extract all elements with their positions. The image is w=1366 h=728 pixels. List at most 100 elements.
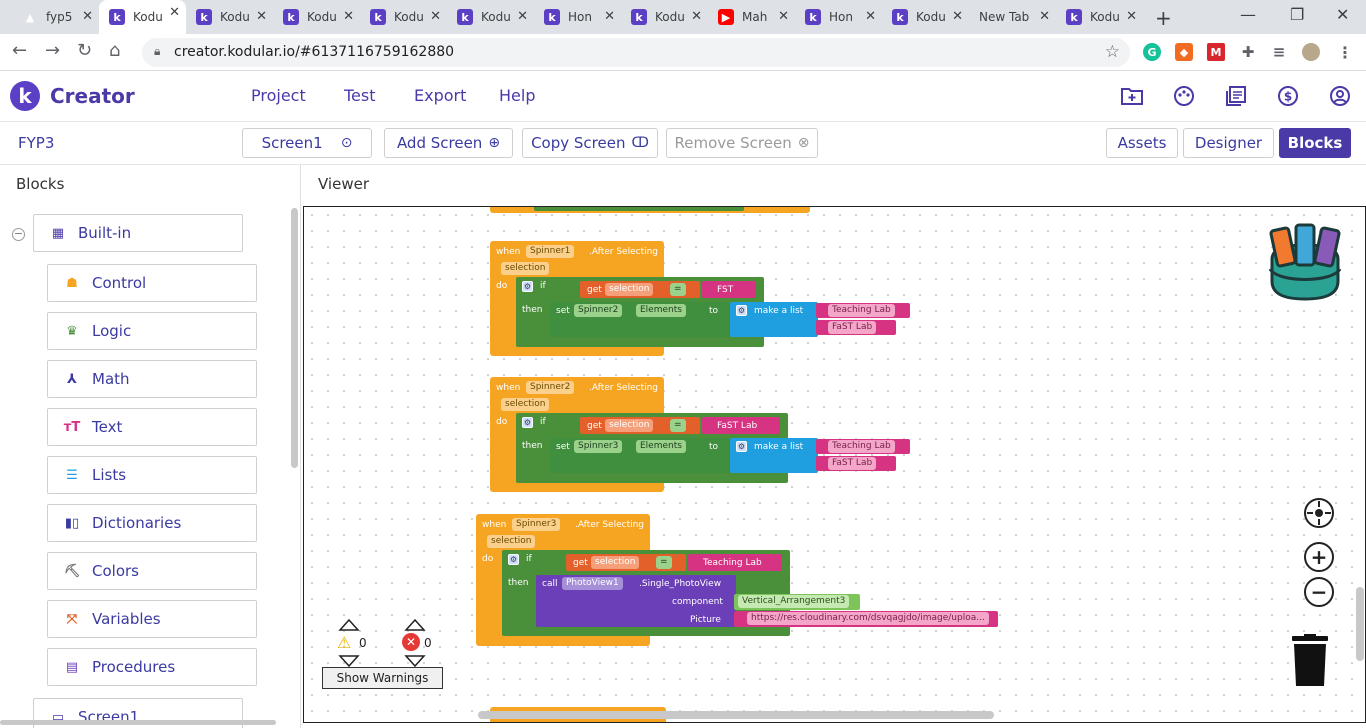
back-icon[interactable]: ←	[12, 40, 28, 61]
close-tab-icon[interactable]: ✕	[430, 9, 441, 24]
blocks-workspace[interactable]: when Spinner1 .After Selecting selection…	[303, 206, 1366, 723]
extension-bag-icon[interactable]: ◆	[1175, 43, 1193, 61]
minimize-icon[interactable]: —	[1240, 5, 1256, 24]
get-variable[interactable]: selection	[605, 419, 654, 432]
warning-prev-arrow[interactable]	[338, 617, 360, 631]
grammarly-icon[interactable]: G	[1143, 43, 1161, 61]
gear-icon[interactable]: ⚙	[736, 305, 747, 316]
copy-screen-button[interactable]: Copy Screen ↀ	[522, 128, 658, 158]
backpack-icon[interactable]	[1260, 219, 1350, 303]
menu-export[interactable]: Export	[414, 86, 467, 105]
extensions-puzzle-icon[interactable]: ✚	[1241, 43, 1255, 61]
close-tab-icon[interactable]: ✕	[1126, 9, 1137, 24]
forward-icon[interactable]: →	[45, 40, 61, 61]
recenter-icon[interactable]	[1304, 498, 1334, 528]
palette-item-colors[interactable]: ⛏Colors	[47, 552, 257, 590]
event-param[interactable]: selection	[501, 398, 550, 411]
gear-icon[interactable]: ⚙	[508, 554, 519, 565]
trash-icon[interactable]	[1292, 634, 1328, 686]
close-tab-icon[interactable]: ✕	[256, 9, 267, 24]
designer-button[interactable]: Designer	[1183, 128, 1274, 158]
workspace-v-scrollbar[interactable]	[1356, 587, 1364, 661]
set-property[interactable]: Elements	[636, 304, 686, 317]
palette-item-lists[interactable]: ☰Lists	[47, 456, 257, 494]
close-tab-icon[interactable]: ✕	[865, 9, 876, 24]
browser-tab[interactable]: ▶Mah✕	[708, 4, 795, 30]
zoom-out-icon[interactable]: −	[1304, 577, 1334, 607]
palette-item-math[interactable]: ⅄Math	[47, 360, 257, 398]
get-variable[interactable]: selection	[605, 283, 654, 296]
show-warnings-button[interactable]: Show Warnings	[322, 667, 443, 689]
palette-icon[interactable]	[1172, 84, 1196, 108]
event-component[interactable]: Spinner3	[512, 518, 561, 531]
eq-operator[interactable]: =	[656, 556, 672, 569]
event-param[interactable]: selection	[487, 535, 536, 548]
close-tab-icon[interactable]: ✕	[343, 9, 354, 24]
error-prev-arrow[interactable]	[404, 617, 426, 631]
component-value[interactable]: Vertical_Arrangement3	[738, 595, 850, 608]
profile-avatar[interactable]	[1302, 43, 1320, 61]
close-tab-icon[interactable]: ✕	[778, 9, 789, 24]
menu-test[interactable]: Test	[344, 86, 376, 105]
browser-tab[interactable]: New Tab✕	[969, 4, 1056, 30]
close-tab-icon[interactable]: ✕	[82, 9, 93, 24]
app-name[interactable]: Creator	[50, 84, 135, 108]
new-tab-button[interactable]: +	[1155, 6, 1172, 30]
get-variable[interactable]: selection	[591, 556, 640, 569]
zoom-in-icon[interactable]: +	[1304, 542, 1334, 572]
error-next-arrow[interactable]	[404, 653, 426, 668]
event-component[interactable]: Spinner2	[526, 381, 575, 394]
palette-item-variables[interactable]: ⤧Variables	[47, 600, 257, 638]
palette-item-control[interactable]: ☗Control	[47, 264, 257, 302]
close-tab-icon[interactable]: ✕	[952, 9, 963, 24]
media-control-icon[interactable]: ≡	[1272, 43, 1286, 61]
call-component[interactable]: PhotoView1	[562, 577, 623, 590]
assets-button[interactable]: Assets	[1106, 128, 1178, 158]
reload-icon[interactable]: ↻	[77, 40, 93, 61]
bookmark-star-icon[interactable]: ☆	[1104, 42, 1120, 62]
blocks-button[interactable]: Blocks	[1279, 128, 1351, 158]
close-tab-icon[interactable]: ✕	[169, 5, 180, 20]
eq-operator[interactable]: =	[670, 419, 686, 432]
home-icon[interactable]: ⌂	[109, 40, 121, 61]
event-param[interactable]: selection	[501, 262, 550, 275]
url-text[interactable]: creator.kodular.io/#6137116759162880	[174, 44, 455, 60]
omnibox[interactable]: 🔒︎ creator.kodular.io/#6137116759162880 …	[142, 38, 1130, 67]
add-screen-button[interactable]: Add Screen ⊕	[384, 128, 513, 158]
palette-h-scrollbar[interactable]	[0, 720, 276, 725]
string-block[interactable]	[702, 281, 756, 298]
menu-help[interactable]: Help	[499, 86, 536, 105]
screen-select[interactable]: Screen1 ⊙	[242, 128, 372, 158]
close-tab-icon[interactable]: ✕	[517, 9, 528, 24]
set-property[interactable]: Elements	[636, 440, 686, 453]
dollar-icon[interactable]: $	[1276, 84, 1300, 108]
gear-icon[interactable]: ⚙	[736, 441, 747, 452]
eq-operator[interactable]: =	[670, 283, 686, 296]
menu-project[interactable]: Project	[251, 86, 306, 105]
remove-screen-button[interactable]: Remove Screen ⊗	[666, 128, 818, 158]
palette-scrollbar[interactable]	[291, 208, 298, 468]
kodular-logo[interactable]: k	[10, 81, 40, 111]
string-block[interactable]	[688, 554, 782, 571]
palette-item-logic[interactable]: ♛Logic	[47, 312, 257, 350]
account-icon[interactable]	[1328, 84, 1352, 108]
palette-item-procedures[interactable]: ▤Procedures	[47, 648, 257, 686]
warning-next-arrow[interactable]	[338, 653, 360, 668]
maximize-icon[interactable]: ❐	[1290, 5, 1305, 24]
browser-menu-icon[interactable]: ⋮	[1337, 42, 1353, 62]
close-tab-icon[interactable]: ✕	[1039, 9, 1050, 24]
workspace-h-scrollbar[interactable]	[478, 711, 994, 719]
gear-icon[interactable]: ⚙	[522, 417, 533, 428]
browser-tab[interactable]: ▲fyp5✕	[12, 4, 99, 30]
collapse-icon[interactable]: −	[12, 227, 25, 241]
string-block[interactable]	[702, 417, 780, 434]
close-tab-icon[interactable]: ✕	[604, 9, 615, 24]
